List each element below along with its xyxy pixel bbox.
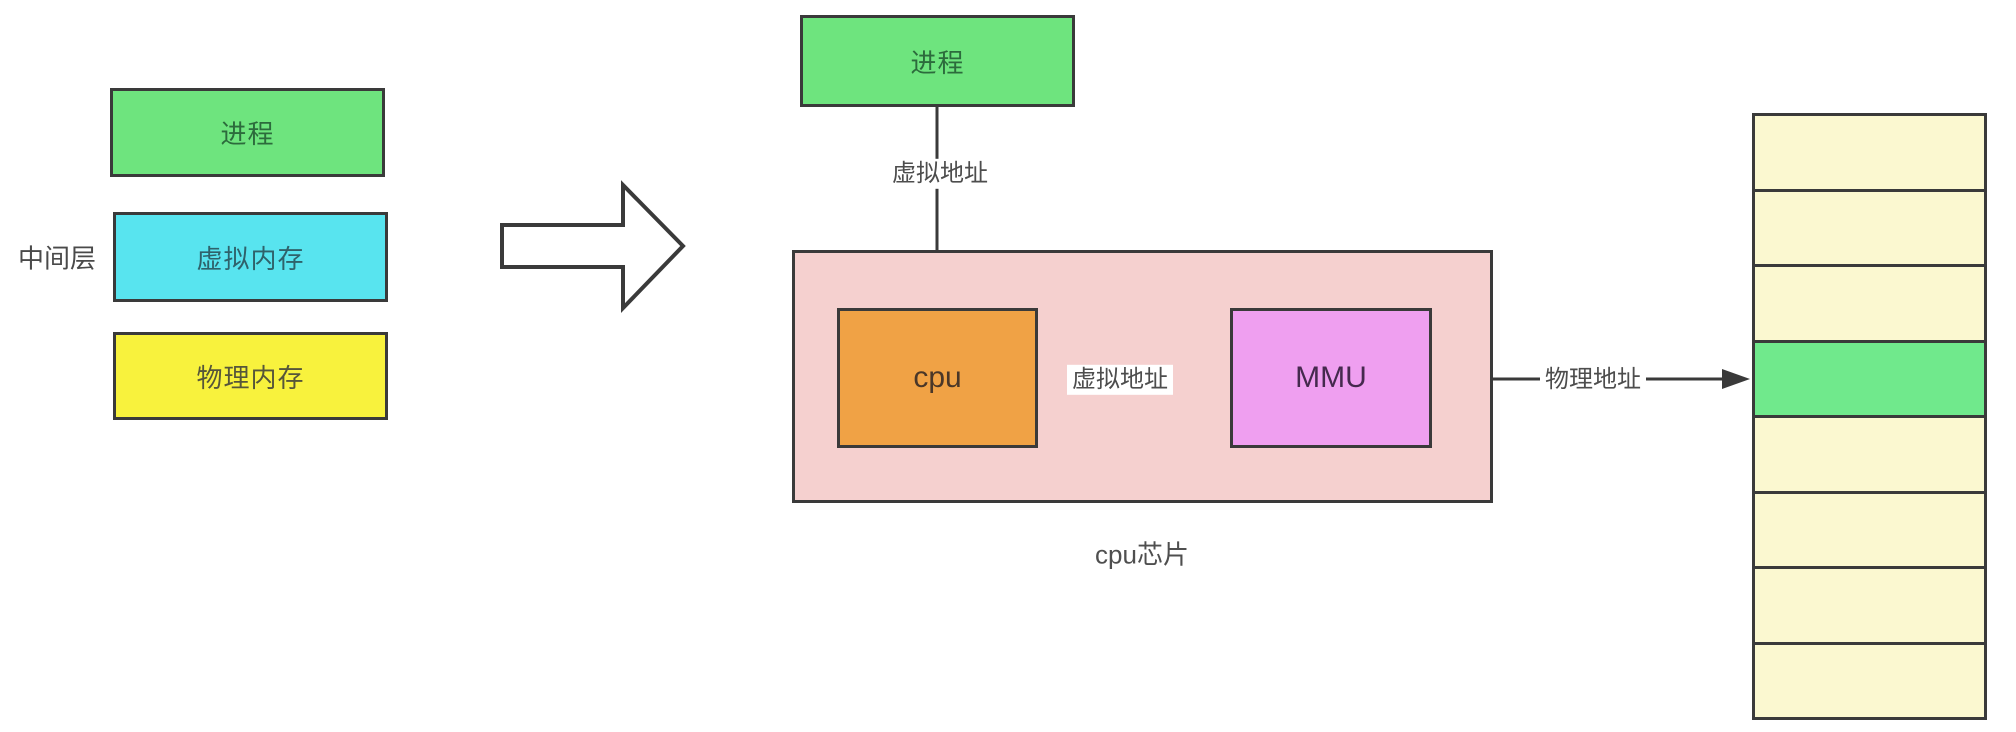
memory-cell-yellow <box>1755 641 1984 717</box>
memory-cell-yellow <box>1755 566 1984 642</box>
legend-physical-memory-box: 物理内存 <box>113 332 388 420</box>
big-right-arrow-icon <box>500 180 686 313</box>
memory-column <box>1752 113 1987 720</box>
process-box-label: 进程 <box>910 47 965 78</box>
legend-virtual-memory-label: 虚拟内存 <box>196 243 305 274</box>
memory-cell-yellow <box>1755 116 1984 189</box>
process-box: 进程 <box>800 15 1075 107</box>
cpu-chip-caption: cpu芯片 <box>1095 539 1189 570</box>
legend-physical-memory-label: 物理内存 <box>196 362 305 393</box>
memory-cell-yellow <box>1755 264 1984 340</box>
physical-address-label: 物理地址 <box>1540 364 1646 396</box>
cpu-box-label: cpu <box>913 361 962 394</box>
legend-process-label: 进程 <box>220 119 275 149</box>
cpu-box: cpu <box>837 308 1038 448</box>
middle-layer-label: 中间层 <box>18 243 97 274</box>
virtual-address-label-top: 虚拟地址 <box>887 158 993 190</box>
virtual-address-label-mid: 虚拟地址 <box>1067 364 1173 396</box>
memory-cell-yellow <box>1755 188 1984 264</box>
memory-cell-green <box>1755 339 1984 415</box>
mmu-box: MMU <box>1230 308 1432 448</box>
memory-cell-yellow <box>1755 490 1984 566</box>
legend-virtual-memory-box: 虚拟内存 <box>113 212 388 302</box>
mmu-box-label: MMU <box>1295 361 1367 394</box>
legend-process-box: 进程 <box>110 88 385 177</box>
memory-cell-yellow <box>1755 415 1984 491</box>
